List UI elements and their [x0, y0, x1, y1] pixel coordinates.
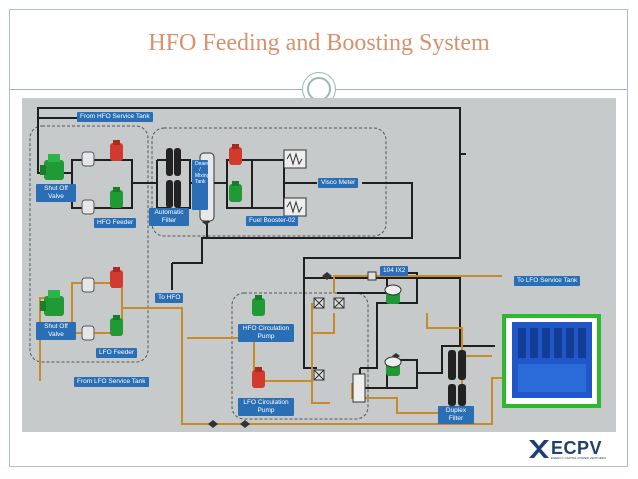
slide-title: HFO Feeding and Boosting System	[148, 30, 490, 56]
label-hfo-feeder: HFO Feeder	[94, 218, 137, 228]
ecpv-logo-subtitle: ENERGY CAPITAL POWER VENTURES	[551, 456, 606, 460]
ecpv-logo: ECPV ENERGY CAPITAL POWER VENTURES	[528, 438, 620, 462]
hfo-feeder-pump-red	[110, 140, 123, 161]
label-fuel-booster: Fuel Booster-02	[246, 216, 299, 226]
ecpv-logo-mark	[529, 440, 549, 458]
label-shut-off-valve-hfo: Shut Off Valve	[36, 184, 76, 202]
label-to-hfo: To HFO	[155, 293, 184, 303]
label-shut-off-valve-lfo: Shut Off Valve	[36, 322, 76, 340]
label-three-way-valve: 104 IX2	[380, 266, 409, 276]
booster-pump-red	[229, 144, 242, 165]
three-way-actuator-lower	[384, 356, 402, 376]
label-from-hfo-service-tank: From HFO Service Tank	[77, 112, 153, 122]
ecpv-logo-text: ECPV	[551, 438, 603, 458]
label-lfo-circulation-pump: LFO Circulation Pump	[238, 398, 294, 416]
pipe-network	[29, 107, 601, 428]
lfo-feeder-pump-red	[110, 267, 123, 288]
duplex-filter-body	[448, 350, 466, 406]
pumps	[40, 140, 402, 388]
label-visco-meter: Visco Meter	[318, 178, 359, 188]
hfo-pipes	[37, 107, 495, 389]
slide-frame	[9, 9, 628, 467]
strainers	[81, 151, 95, 341]
title-rule-left	[10, 89, 302, 90]
label-deaerator: Deaerator / Mixing Tank	[192, 160, 208, 210]
shut-off-valve-lfo	[40, 290, 64, 316]
label-from-lfo-service-tank: From LFO Service Tank	[74, 377, 149, 387]
shut-off-valve-hfo	[40, 154, 64, 180]
engine	[502, 314, 601, 408]
label-lfo-feeder: LFO Feeder	[96, 348, 138, 358]
booster-pump-green	[229, 181, 242, 202]
circulation-group-box	[231, 292, 369, 420]
automatic-filter	[166, 148, 181, 208]
label-hfo-circulation-pump: HFO Circulation Pump	[238, 324, 294, 342]
label-to-lfo-service-tank: To LFO Service Tank	[514, 276, 581, 286]
system-diagram: From HFO Service Tank Shut Off Valve HFO…	[22, 98, 616, 432]
title-rule-right	[336, 89, 627, 90]
lfo-feeder-pump-green	[110, 315, 123, 336]
three-way-valves	[313, 271, 377, 381]
lfo-circulation-pump	[252, 367, 265, 388]
fuel-heaters	[283, 149, 307, 217]
hfo-feeder-pump-green	[110, 187, 123, 208]
hfo-circulation-pump	[252, 295, 265, 316]
label-duplex-filter: Duplex Filter	[438, 406, 474, 424]
label-automatic-filter: Automatic Filter	[149, 208, 189, 226]
three-way-actuator-upper	[384, 284, 402, 304]
flow-meter	[352, 373, 366, 403]
feeder-group-box	[29, 125, 149, 363]
